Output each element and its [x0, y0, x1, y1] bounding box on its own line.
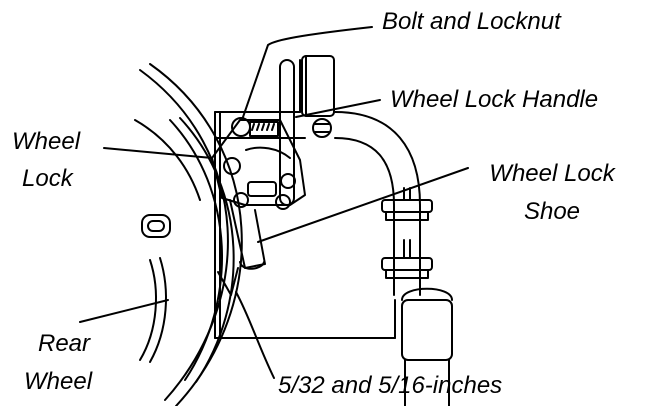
leader-lines — [79, 26, 469, 379]
wheel-lock-body — [211, 117, 306, 210]
label-wheel-lock-shoe-line-1: Wheel Lock — [489, 160, 615, 187]
label-wheel-lock-shoe-line-2: Shoe — [523, 198, 581, 225]
rear-wheel — [134, 63, 243, 406]
label-rear-wheel-line-2: Wheel — [24, 368, 93, 395]
label-wheel-lock-line-1: Wheel — [12, 128, 81, 155]
label-wheel-lock-handle: Wheel Lock Handle — [390, 86, 599, 113]
label-clearance: 5/32 and 5/16-inches — [278, 372, 503, 399]
wheel-lock-handle — [279, 55, 335, 206]
wheelchair-frame — [214, 111, 453, 406]
wheel-lock-shoe — [229, 199, 266, 270]
label-rear-wheel-line-1: Rear — [38, 330, 91, 357]
label-wheel-lock-line-2: Lock — [22, 165, 73, 192]
label-bolt-and-locknut: Bolt and Locknut — [382, 8, 561, 35]
